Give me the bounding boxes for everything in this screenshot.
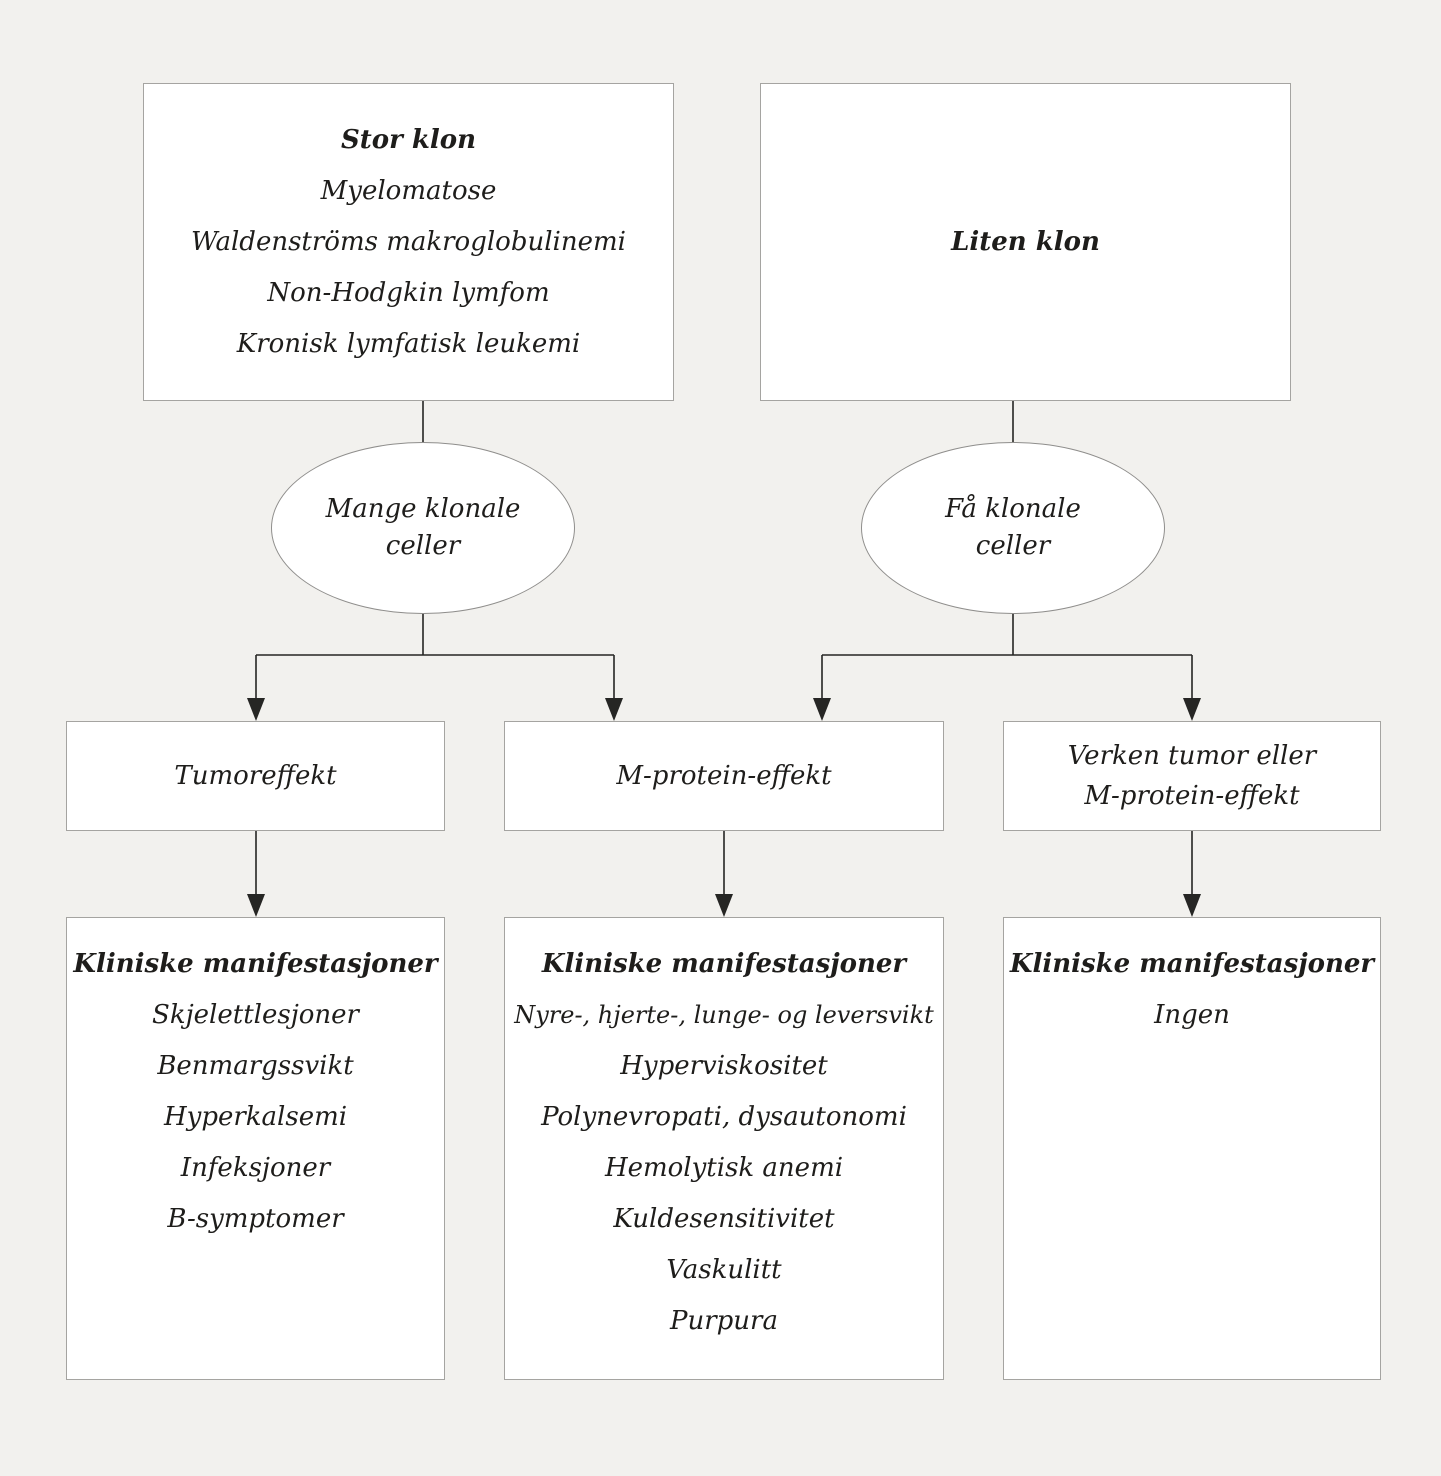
node-item: Vaskulitt <box>666 1255 782 1285</box>
node-label-line: Verken tumor eller <box>1067 741 1317 771</box>
node-item: Skjelettlesjoner <box>152 1000 359 1030</box>
node-item: Waldenströms makroglobulinemi <box>191 226 626 257</box>
node-title: Liten klon <box>951 226 1100 257</box>
node-label: M-protein-effekt <box>616 760 832 791</box>
node-item: Polynevropati, dysautonomi <box>541 1102 907 1132</box>
node-label-line: celler <box>385 531 461 561</box>
connector-effects-to-manifestations <box>255 831 1193 895</box>
node-few-clonal-cells: Få klonale celler <box>861 442 1165 614</box>
node-title: Kliniske manifestasjoner <box>1009 949 1375 979</box>
node-title: Kliniske manifestasjoner <box>541 949 907 979</box>
node-label-line: Mange klonale <box>325 494 521 524</box>
node-item: Purpura <box>670 1306 778 1336</box>
node-item: Infeksjoner <box>180 1153 331 1183</box>
node-item: Hemolytisk anemi <box>604 1153 844 1183</box>
arrowhead <box>1183 894 1201 917</box>
arrowhead <box>813 698 831 721</box>
arrowhead <box>247 894 265 917</box>
node-label: Tumoreffekt <box>174 760 337 791</box>
node-small-clone: Liten klon <box>760 83 1291 401</box>
arrowhead <box>715 894 733 917</box>
node-item: Hyperkalsemi <box>163 1102 348 1132</box>
node-manifestations-tumor: Kliniske manifestasjoner Skjelettlesjone… <box>66 917 445 1380</box>
node-item: Benmargssvikt <box>157 1051 354 1081</box>
arrowhead <box>1183 698 1201 721</box>
node-label-line: M-protein-effekt <box>1084 781 1300 811</box>
node-label-line: celler <box>975 531 1051 561</box>
node-item: Myelomatose <box>320 175 497 206</box>
node-m-protein-effect: M-protein-effekt <box>504 721 944 831</box>
node-item: Non-Hodgkin lymfom <box>267 277 550 308</box>
arrowhead <box>605 698 623 721</box>
node-item: Kronisk lymfatisk leukemi <box>236 328 581 359</box>
node-title: Stor klon <box>340 124 476 155</box>
node-item: Ingen <box>1154 1000 1230 1030</box>
node-title: Kliniske manifestasjoner <box>73 949 438 979</box>
node-neither-effect: Verken tumor eller M-protein-effekt <box>1003 721 1381 831</box>
node-item: Kuldesensitivitet <box>613 1204 835 1234</box>
node-item: B-symptomer <box>167 1204 344 1234</box>
arrowhead <box>247 698 265 721</box>
node-label-line: Få klonale <box>945 494 1081 524</box>
node-item: Hyperviskositet <box>620 1051 828 1081</box>
node-tumor-effect: Tumoreffekt <box>66 721 445 831</box>
node-many-clonal-cells: Mange klonale celler <box>271 442 575 614</box>
node-manifestations-none: Kliniske manifestasjoner Ingen <box>1003 917 1381 1380</box>
node-item: Nyre-, hjerte-, lunge- og leversvikt <box>514 1001 934 1029</box>
node-large-clone: Stor klon Myelomatose Waldenströms makro… <box>143 83 674 401</box>
node-manifestations-m-protein: Kliniske manifestasjoner Nyre-, hjerte-,… <box>504 917 944 1380</box>
